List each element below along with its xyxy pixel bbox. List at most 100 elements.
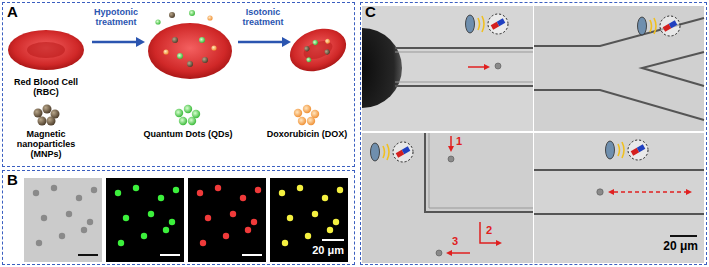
loaded-rbc [301, 37, 335, 62]
swollen-rbc [169, 12, 175, 18]
mnp-icon [47, 117, 56, 126]
channel-branch-image [534, 90, 704, 120]
micrograph-green [106, 178, 184, 262]
swollen-rbc [189, 10, 195, 16]
callout-number: 1 [456, 135, 468, 147]
mnp-icon [43, 105, 52, 114]
channel-branch-image [534, 6, 704, 131]
loaded-rbc [324, 38, 330, 44]
dox-icon [298, 117, 306, 125]
micrograph-brightfield [24, 178, 102, 262]
callout-number: 2 [486, 224, 498, 236]
mnp-icon [34, 109, 43, 118]
channel-branch-image [638, 16, 681, 36]
loaded-rbc [304, 45, 311, 52]
swollen-rbc [207, 15, 212, 20]
micrograph-green [160, 254, 180, 256]
dox-icon [307, 117, 315, 125]
process-arrow [238, 41, 282, 44]
channel-branch-image [642, 52, 704, 86]
micrograph-merged [270, 178, 348, 262]
item-label: Quantum Dots (QDs) [142, 130, 234, 140]
micrograph-merged [279, 185, 343, 246]
micrograph-merged [270, 178, 348, 262]
channel-corner-image [362, 133, 533, 263]
swollen-rbc [155, 19, 160, 24]
channel-straight-image [686, 189, 692, 195]
channel-inlet-image [362, 6, 533, 131]
micrograph-red [197, 185, 261, 246]
swollen-rbc [199, 37, 205, 43]
panel-label: B [7, 172, 18, 189]
channel-inlet-image [495, 63, 501, 69]
panel-label: C [365, 4, 376, 21]
channel-corner-image [436, 250, 442, 256]
channel-straight-image [608, 189, 614, 195]
channel-inlet-image [362, 28, 402, 108]
channel-inlet-image [362, 6, 533, 131]
micrograph-red [188, 178, 266, 262]
micrograph-green [115, 185, 179, 246]
channel-corner-image [496, 240, 502, 246]
swollen-rbc [202, 57, 208, 63]
channel-inlet-image [395, 82, 533, 83]
dox-icon [303, 105, 311, 113]
mnp-icon [34, 105, 60, 126]
micrograph-green [106, 178, 184, 262]
channel-corner-image [448, 156, 454, 162]
channel-straight-image [534, 133, 704, 263]
dox-icon [294, 109, 302, 117]
channel-inlet-image [484, 64, 490, 70]
channel-corner-image [371, 142, 414, 162]
channel-inlet-image [395, 47, 533, 49]
qd-icon [175, 109, 183, 117]
channel-corner-image [446, 250, 452, 256]
channel-straight-image [670, 235, 697, 237]
process-arrow [282, 37, 291, 47]
panel-frame: C [360, 2, 707, 265]
step-label: Hypotonic treatment [86, 8, 146, 28]
panel-label: A [7, 4, 18, 21]
item-label: Doxorubicin (DOX) [262, 130, 352, 140]
process-arrow [92, 41, 136, 44]
loaded-rbc [312, 39, 319, 46]
micrograph-merged [322, 239, 344, 241]
item-label: Red Blood Cell (RBC) [2, 78, 90, 98]
channel-straight-image [597, 189, 603, 195]
swollen-rbc [148, 10, 232, 79]
channel-inlet-image [395, 85, 533, 87]
swollen-rbc [172, 37, 178, 43]
rbc-cell [8, 30, 84, 70]
channel-inlet-image [395, 52, 533, 53]
swollen-rbc [163, 49, 168, 54]
channel-corner-image [429, 133, 533, 208]
swollen-rbc [177, 53, 183, 59]
swollen-rbc [187, 61, 193, 67]
channel-straight-image [534, 133, 704, 263]
qd-icon [175, 105, 200, 125]
loaded-rbc [306, 57, 312, 63]
micrograph-red [188, 178, 266, 262]
swollen-rbc [148, 23, 232, 79]
channel-branch-image [534, 6, 704, 131]
channel-corner-image [425, 133, 533, 212]
swollen-rbc [211, 45, 216, 50]
process-arrow [136, 37, 145, 47]
rbc-cell [27, 42, 65, 58]
loaded-rbc [284, 21, 352, 78]
channel-corner-image [448, 146, 454, 152]
callout-number: 3 [452, 235, 464, 247]
loaded-rbc [324, 49, 331, 56]
step-label: Isotonic treatment [233, 8, 293, 28]
channel-straight-image [534, 213, 704, 215]
mnp-icon [38, 117, 47, 126]
scale-label: 20 μm [636, 240, 698, 253]
micrograph-brightfield [24, 178, 102, 262]
qd-icon [188, 117, 196, 125]
qd-icon [184, 105, 192, 113]
item-label: Magnetic nanoparticles (MNPs) [0, 130, 92, 160]
channel-inlet-image [468, 66, 484, 68]
panel-frame: B [2, 170, 355, 265]
dox-icon [294, 105, 319, 125]
